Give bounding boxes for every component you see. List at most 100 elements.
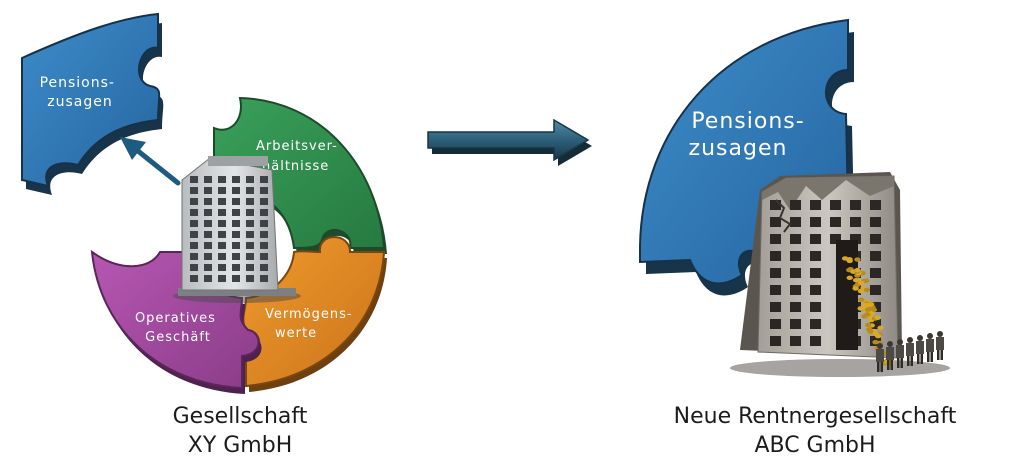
building-window bbox=[260, 176, 268, 183]
person-body bbox=[896, 345, 904, 358]
building-window bbox=[190, 242, 198, 249]
building-window bbox=[204, 198, 212, 205]
building-window bbox=[232, 176, 240, 183]
piece-vermoegenswerte: Vermögens- werte bbox=[242, 236, 387, 392]
building-window bbox=[190, 253, 198, 260]
gold-coin bbox=[852, 286, 859, 291]
building-window bbox=[246, 220, 254, 227]
building-window bbox=[260, 220, 268, 227]
building-window bbox=[204, 242, 212, 249]
gold-coin bbox=[852, 278, 860, 283]
ruin-window bbox=[870, 217, 881, 227]
person-head bbox=[887, 341, 893, 347]
building-window bbox=[204, 231, 212, 238]
person-figure bbox=[916, 335, 924, 364]
building-window bbox=[246, 253, 254, 260]
left-pension-piece: Pensions- zusagen bbox=[21, 12, 164, 195]
person-body bbox=[926, 339, 934, 352]
ruin-window bbox=[870, 200, 881, 210]
ruin-window bbox=[830, 217, 841, 227]
person-leg bbox=[880, 362, 883, 372]
person-head bbox=[897, 339, 903, 345]
gold-coin bbox=[858, 280, 865, 286]
building-window bbox=[190, 231, 198, 238]
person-leg bbox=[877, 362, 880, 372]
person-figure bbox=[876, 343, 884, 372]
ruin-window bbox=[790, 217, 801, 227]
ruin-window bbox=[810, 268, 821, 278]
building-window bbox=[246, 176, 254, 183]
transfer-arrow-icon bbox=[427, 118, 592, 166]
right-caption-line-2: ABC GmbH bbox=[754, 433, 876, 458]
left-caption: Gesellschaft XY GmbH bbox=[130, 402, 350, 460]
person-head bbox=[877, 343, 883, 349]
ruin-window bbox=[790, 302, 801, 312]
person-leg bbox=[900, 358, 903, 368]
person-leg bbox=[927, 352, 930, 362]
ruin-window bbox=[770, 217, 781, 227]
building-window bbox=[218, 231, 226, 238]
ruin-window bbox=[810, 285, 821, 295]
building-window bbox=[204, 176, 212, 183]
right-caption: Neue Rentnergesellschaft ABC GmbH bbox=[640, 402, 990, 460]
building-window bbox=[218, 275, 226, 282]
people-queue-icon bbox=[876, 331, 944, 372]
building-window bbox=[260, 264, 268, 271]
person-leg bbox=[907, 356, 910, 366]
building-window bbox=[204, 220, 212, 227]
gold-coin bbox=[867, 328, 874, 334]
ruin-window bbox=[770, 268, 781, 278]
gold-coin bbox=[864, 307, 872, 312]
gold-coin bbox=[874, 315, 881, 320]
building-window bbox=[218, 176, 226, 183]
person-head bbox=[937, 331, 943, 337]
arbeit-label: Arbeitsver- hältnisse bbox=[256, 139, 343, 174]
office-building-icon bbox=[173, 156, 301, 303]
building-window bbox=[246, 264, 254, 271]
person-figure bbox=[926, 333, 934, 362]
gold-coin bbox=[846, 257, 853, 262]
building-window bbox=[218, 264, 226, 271]
ruin-window bbox=[770, 319, 781, 329]
ruin-window bbox=[770, 285, 781, 295]
piece-arbeitsverhaeltnisse: Arbeitsver- hältnisse bbox=[213, 96, 387, 254]
ruin-window bbox=[870, 251, 881, 261]
ruin-window bbox=[810, 200, 821, 210]
building-window bbox=[204, 275, 212, 282]
ruin-window bbox=[790, 234, 801, 244]
ruin-window bbox=[870, 285, 881, 295]
person-leg bbox=[937, 350, 940, 360]
building-window bbox=[190, 275, 198, 282]
building-window bbox=[232, 264, 240, 271]
ruin-breach bbox=[836, 240, 858, 350]
building-window bbox=[232, 275, 240, 282]
building-window bbox=[204, 187, 212, 194]
building-window bbox=[232, 242, 240, 249]
person-leg bbox=[890, 360, 893, 370]
person-leg bbox=[930, 352, 933, 362]
building-window bbox=[190, 176, 198, 183]
person-figure bbox=[936, 331, 944, 360]
left-caption-line-2: XY GmbH bbox=[187, 433, 293, 458]
gold-coin bbox=[877, 325, 884, 330]
ruin-window bbox=[830, 200, 841, 210]
ruin-window bbox=[770, 302, 781, 312]
right-caption-line-1: Neue Rentnergesellschaft bbox=[673, 404, 957, 429]
vermoegen-label: Vermögens- werte bbox=[265, 307, 358, 341]
building-window bbox=[232, 209, 240, 216]
ruin-window bbox=[770, 336, 781, 346]
ruin-window bbox=[770, 234, 781, 244]
person-leg bbox=[920, 354, 923, 364]
building-window bbox=[190, 220, 198, 227]
building-window bbox=[232, 198, 240, 205]
ruin-window bbox=[850, 200, 861, 210]
person-body bbox=[916, 341, 924, 354]
ruin-window bbox=[810, 217, 821, 227]
building-window bbox=[232, 220, 240, 227]
person-figure bbox=[886, 341, 894, 370]
person-leg bbox=[897, 358, 900, 368]
building-window bbox=[218, 209, 226, 216]
building-window bbox=[246, 231, 254, 238]
building-window bbox=[218, 253, 226, 260]
